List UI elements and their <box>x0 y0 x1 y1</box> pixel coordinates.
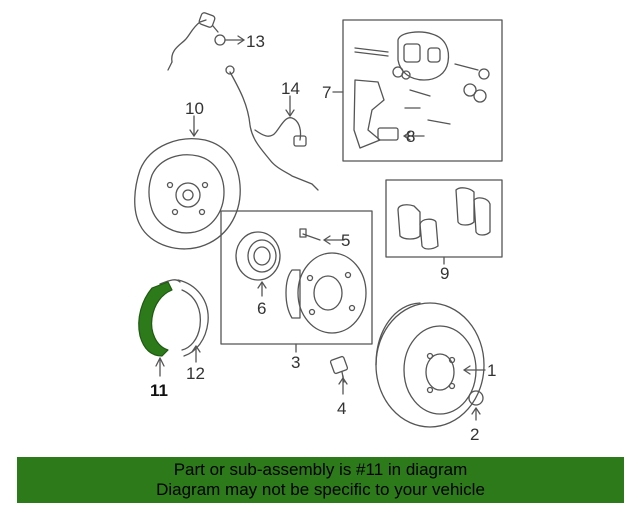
part-14-sensor-wire <box>225 65 319 191</box>
callout-1: 1 <box>487 361 496 380</box>
part-10-backing-plate <box>134 115 241 250</box>
part-11-parking-brake-shoe <box>138 281 173 377</box>
callout-9: 9 <box>440 264 449 283</box>
banner-line-1: Part or sub-assembly is #11 in diagram <box>173 460 468 479</box>
part-9-pads-box <box>385 179 503 265</box>
parts-diagram: 13 14 10 7 8 5 9 6 3 12 11 1 4 2 <box>134 12 503 444</box>
part-12-brake-shoes <box>159 279 209 363</box>
callout-12: 12 <box>186 364 205 383</box>
part-2-screw <box>468 390 484 421</box>
part-3-hub-box <box>220 210 373 353</box>
callout-8: 8 <box>406 127 415 146</box>
callout-2: 2 <box>470 425 479 444</box>
banner-line-2: Diagram may not be specific to your vehi… <box>156 480 485 499</box>
callout-10: 10 <box>185 99 204 118</box>
callout-3: 3 <box>291 353 300 372</box>
callout-6: 6 <box>257 299 266 318</box>
callout-7: 7 <box>322 83 331 102</box>
callout-14: 14 <box>281 79 300 98</box>
callout-5: 5 <box>341 231 350 250</box>
callout-4: 4 <box>337 399 346 418</box>
info-banner: Part or sub-assembly is #11 in diagram D… <box>17 457 624 503</box>
part-1-rotor <box>375 302 486 428</box>
callout-11: 11 <box>150 381 168 400</box>
callout-13: 13 <box>246 32 265 51</box>
part-7-caliper-box <box>332 19 503 162</box>
part-13-sensor-wire <box>167 12 245 71</box>
part-4-bolt <box>329 355 349 395</box>
